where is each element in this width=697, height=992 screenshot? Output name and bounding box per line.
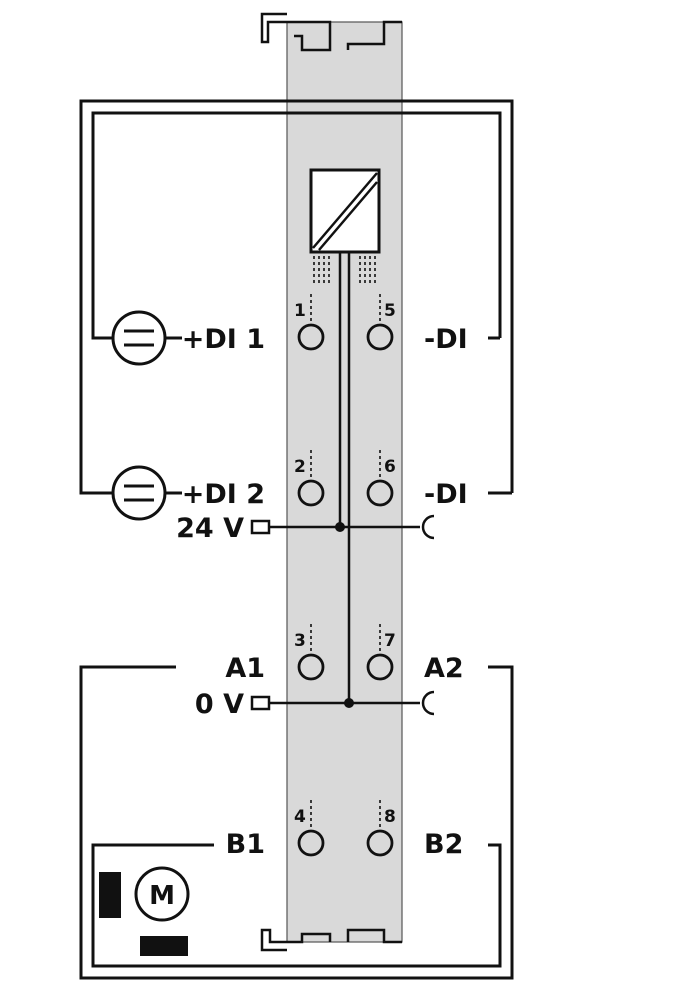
pin-label-3: 3 bbox=[294, 631, 306, 651]
bottom-latch bbox=[260, 928, 332, 952]
socket-24v bbox=[421, 514, 435, 540]
terminal-7[interactable] bbox=[366, 653, 394, 681]
pin-label-1: 1 bbox=[294, 301, 306, 321]
converter-pins-right bbox=[359, 256, 376, 284]
pin-label-4: 4 bbox=[294, 807, 306, 827]
junction-0v bbox=[344, 698, 354, 708]
sensor-2-icon bbox=[111, 465, 167, 521]
terminal-8[interactable] bbox=[366, 829, 394, 857]
junction-24v bbox=[335, 522, 345, 532]
label-di2-minus: -DI bbox=[424, 479, 468, 510]
label-0v: 0 V bbox=[195, 689, 244, 720]
bottom-clip bbox=[346, 928, 402, 944]
motor-winding-horizontal bbox=[140, 936, 188, 956]
label-b1: B1 bbox=[226, 829, 265, 860]
pin-label-6: 6 bbox=[384, 457, 396, 477]
converter-block bbox=[309, 168, 381, 703]
pin-label-2: 2 bbox=[294, 457, 306, 477]
motor-winding-vertical bbox=[99, 872, 121, 918]
terminal-6[interactable] bbox=[366, 479, 394, 507]
label-a1: A1 bbox=[225, 653, 265, 684]
terminal-5[interactable] bbox=[366, 323, 394, 351]
motor-wiring: M bbox=[79, 665, 514, 980]
label-a2: A2 bbox=[424, 653, 464, 684]
di-wiring bbox=[79, 99, 514, 521]
terminals bbox=[297, 294, 394, 857]
pin-label-8: 8 bbox=[384, 807, 396, 827]
connector-0v[interactable] bbox=[250, 695, 271, 711]
terminal-1[interactable] bbox=[297, 323, 325, 351]
motor-label: M bbox=[149, 881, 175, 911]
label-di1-minus: -DI bbox=[424, 324, 468, 355]
power-rails bbox=[250, 514, 435, 716]
pin-label-5: 5 bbox=[384, 301, 396, 321]
top-latch bbox=[260, 12, 332, 52]
top-clip bbox=[346, 20, 402, 50]
motor-icon: M bbox=[134, 866, 190, 922]
label-di2-plus: +DI 2 bbox=[182, 479, 265, 510]
socket-0v bbox=[421, 690, 435, 716]
label-di1-plus: +DI 1 bbox=[182, 324, 265, 355]
sensor-1-icon bbox=[111, 310, 167, 366]
converter-pins-left bbox=[313, 256, 330, 284]
connector-24v[interactable] bbox=[250, 519, 271, 535]
pin-label-7: 7 bbox=[384, 631, 396, 651]
label-24v: 24 V bbox=[176, 513, 244, 544]
terminal-3[interactable] bbox=[297, 653, 325, 681]
pin-numbers: 1 5 2 6 3 7 4 8 bbox=[294, 301, 396, 827]
label-b2: B2 bbox=[424, 829, 463, 860]
terminal-2[interactable] bbox=[297, 479, 325, 507]
terminal-4[interactable] bbox=[297, 829, 325, 857]
terminal-labels: +DI 1 -DI +DI 2 -DI 24 V 0 V A1 A2 B1 B2 bbox=[176, 324, 468, 860]
